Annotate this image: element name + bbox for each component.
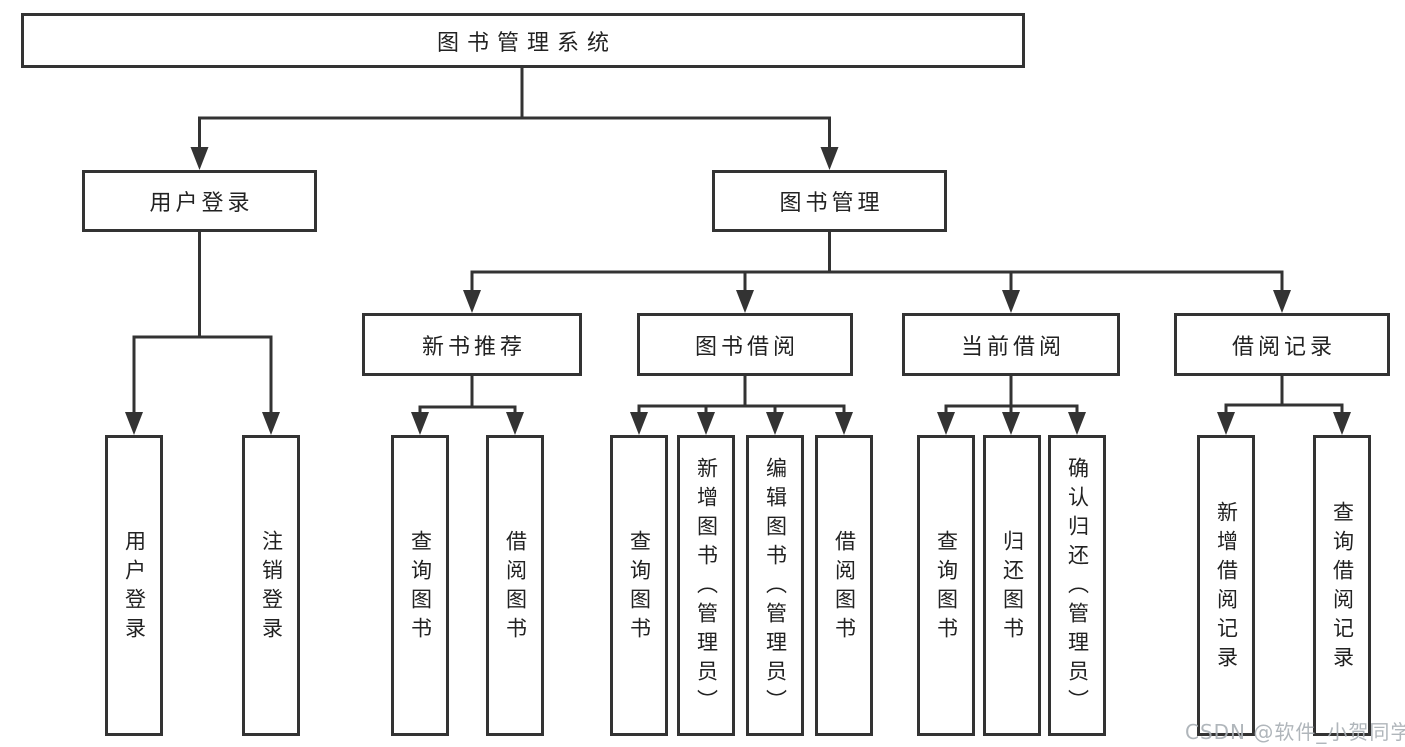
node-label: 新增借阅记录 — [1214, 500, 1239, 675]
leaf-node-return-book: 归还图书 — [983, 435, 1041, 736]
leaf-node-user-login: 用户登录 — [105, 435, 163, 736]
node-label: 用户登录 — [122, 529, 147, 646]
leaf-node-add-book-admin: 新增图书（管理员） — [677, 435, 735, 736]
node-label: 借阅图书 — [503, 529, 528, 646]
node-label: 编辑图书（管理员） — [763, 457, 788, 718]
node-label: 当前借阅 — [960, 334, 1065, 360]
node-label: 图书借阅 — [694, 334, 799, 360]
leaf-node-add-borrow-record: 新增借阅记录 — [1197, 435, 1255, 736]
node-label: 图书管理 — [779, 191, 884, 216]
leaf-node-confirm-return-admin: 确认归还（管理员） — [1048, 435, 1106, 736]
node-book-management: 图书管理 — [712, 170, 947, 232]
leaf-node-query-books-1: 查询图书 — [391, 435, 449, 736]
leaf-node-edit-book-admin: 编辑图书（管理员） — [746, 435, 804, 736]
node-label: 图书管理系统 — [436, 30, 617, 56]
csdn-watermark: CSDN @软件_小贺同学 — [1185, 720, 1405, 744]
node-label: 借阅记录 — [1231, 334, 1336, 360]
node-label: 注销登录 — [259, 529, 284, 646]
node-label: 查询图书 — [934, 529, 959, 646]
leaf-node-query-borrow-record: 查询借阅记录 — [1313, 435, 1371, 736]
node-label: 查询图书 — [627, 529, 652, 646]
node-label: 归还图书 — [1000, 529, 1025, 646]
node-new-book-recommendation: 新书推荐 — [362, 313, 582, 376]
node-current-borrowing: 当前借阅 — [902, 313, 1120, 376]
node-label: 查询图书 — [408, 529, 433, 646]
node-label: 用户登录 — [149, 191, 254, 216]
node-user-login: 用户登录 — [82, 170, 317, 232]
node-label: 新书推荐 — [421, 334, 526, 360]
node-book-borrowing: 图书借阅 — [637, 313, 853, 376]
leaf-node-borrow-books-1: 借阅图书 — [486, 435, 544, 736]
node-library-management-system: 图书管理系统 — [21, 13, 1025, 68]
node-borrowing-records: 借阅记录 — [1174, 313, 1390, 376]
leaf-node-borrow-books-2: 借阅图书 — [815, 435, 873, 736]
node-label: 新增图书（管理员） — [694, 457, 719, 718]
node-label: 借阅图书 — [832, 529, 857, 646]
leaf-node-logout: 注销登录 — [242, 435, 300, 736]
leaf-node-query-books-2: 查询图书 — [610, 435, 668, 736]
leaf-node-query-books-3: 查询图书 — [917, 435, 975, 736]
node-label: 查询借阅记录 — [1330, 500, 1355, 675]
node-label: 确认归还（管理员） — [1065, 457, 1090, 718]
